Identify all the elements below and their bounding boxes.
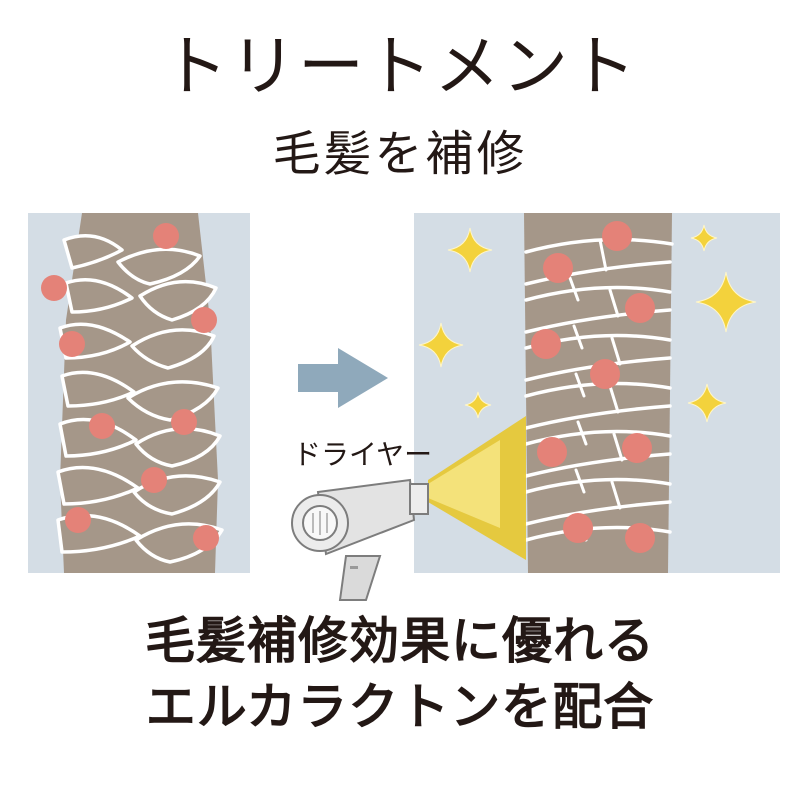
repair-dots xyxy=(531,221,655,553)
sparkle-icon xyxy=(447,227,493,273)
dryer-label: ドライヤー xyxy=(293,438,433,471)
sparkle-icon xyxy=(695,271,757,333)
hair-dryer-icon xyxy=(291,478,429,601)
arrow-right-icon xyxy=(298,348,388,408)
sparkle-icon xyxy=(690,224,718,252)
page-title: トリートメント xyxy=(162,28,638,105)
damage-dots xyxy=(41,223,219,551)
sparkle-icon xyxy=(687,383,727,423)
caption-line-2: エルカラクトンを配合 xyxy=(145,678,655,736)
sparkle-icon xyxy=(464,391,492,419)
caption-line-1: 毛髪補修効果に優れる xyxy=(145,612,655,670)
damaged-hair-panel xyxy=(28,213,250,573)
page-subtitle: 毛髪を補修 xyxy=(272,126,528,182)
sparkle-icon xyxy=(418,322,464,368)
